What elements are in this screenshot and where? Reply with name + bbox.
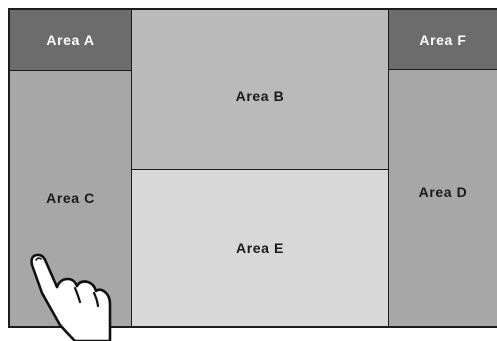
area-e[interactable]: Area E — [132, 170, 388, 326]
area-e-label: Area E — [236, 240, 284, 256]
area-d[interactable]: Area D — [389, 70, 497, 326]
area-f-label: Area F — [419, 31, 467, 48]
area-b-label: Area B — [235, 87, 285, 104]
area-a-label: Area A — [46, 32, 95, 48]
area-b[interactable]: Area B — [132, 10, 388, 169]
area-c-label: Area C — [46, 189, 95, 206]
touch-screen-layout: Area A Area C Area B Area E Area F Area … — [8, 8, 497, 328]
touching-hand-icon — [30, 253, 112, 341]
area-a[interactable]: Area A — [10, 10, 131, 70]
area-d-label: Area D — [418, 184, 468, 200]
area-f[interactable]: Area F — [389, 10, 497, 69]
